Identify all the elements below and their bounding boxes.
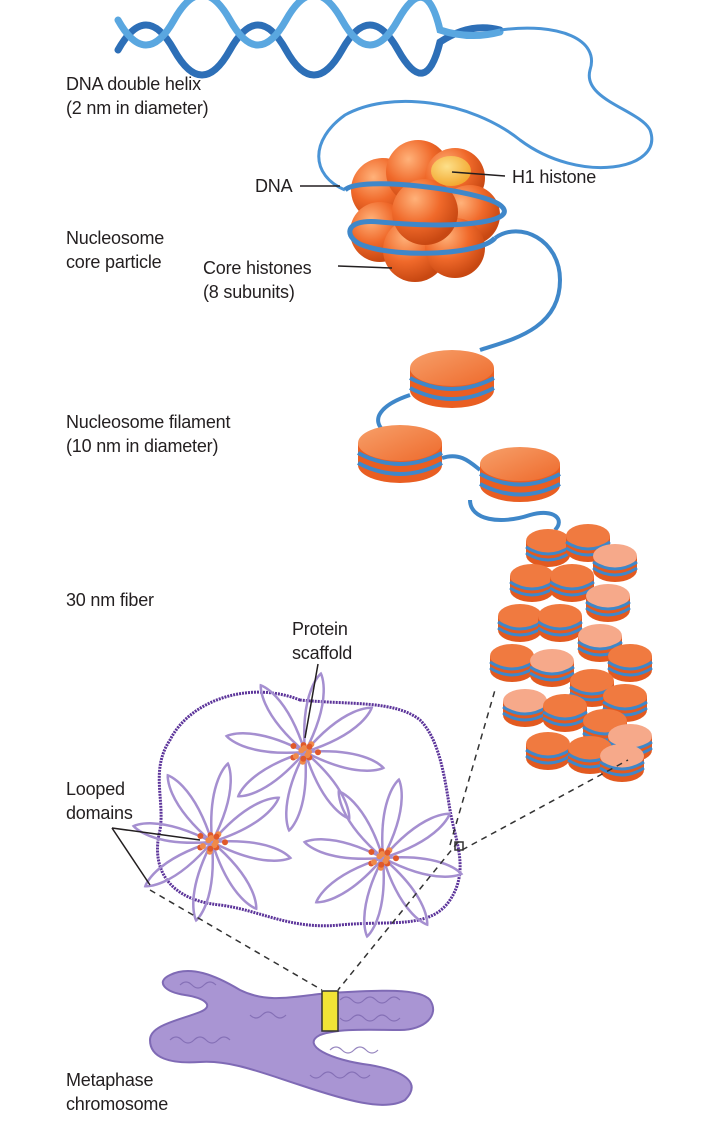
fiber-30nm — [489, 524, 653, 782]
label-core-histones-line2: (8 subunits) — [203, 282, 295, 302]
label-dna-helix-line2: (2 nm in diameter) — [66, 98, 209, 118]
label-scaffold-line2: scaffold — [292, 643, 353, 663]
fiber-nucleosome — [577, 624, 623, 662]
label-nucleosome-filament: Nucleosome filament (10 nm in diameter) — [66, 410, 230, 458]
chromosome-band-highlight — [321, 990, 339, 1032]
loop-rosette — [131, 761, 293, 923]
label-dna-helix: DNA double helix (2 nm in diameter) — [66, 72, 209, 120]
label-h1-histone: H1 histone — [512, 167, 597, 187]
looped-domains — [131, 671, 464, 939]
leader-lines — [111, 171, 506, 886]
protein-scaffold-node — [197, 831, 228, 855]
metaphase-chromosome — [148, 970, 435, 1106]
fiber-nucleosome — [525, 732, 571, 770]
label-looped-line1: Looped — [66, 779, 125, 799]
fiber-nucleosome — [602, 684, 648, 722]
protein-scaffold-node — [368, 847, 399, 871]
label-nucleosome-core: Nucleosome core particle — [66, 226, 164, 274]
fiber-nucleosome — [497, 604, 543, 642]
label-looped-line2: domains — [66, 803, 133, 823]
fiber-nucleosome — [565, 524, 611, 562]
fiber-nucleosome — [537, 604, 583, 642]
label-filament-line2: (10 nm in diameter) — [66, 436, 219, 456]
label-filament-line1: Nucleosome filament — [66, 412, 231, 432]
label-metaphase-chromosome: Metaphase chromosome — [66, 1068, 168, 1116]
fiber-nucleosome — [489, 644, 535, 682]
label-protein-scaffold: Protein scaffold — [292, 617, 352, 665]
loop-rosette — [224, 671, 386, 833]
fiber-nucleosome — [607, 644, 653, 682]
fiber-nucleosome — [509, 564, 555, 602]
label-nucleosome-core-line2: core particle — [66, 252, 162, 272]
fiber-nucleosome — [529, 649, 575, 687]
protein-scaffold-node — [290, 741, 321, 765]
label-metaphase-line2: chromosome — [66, 1094, 169, 1114]
fiber-nucleosome — [585, 584, 631, 622]
nucleosome-core-particle — [343, 140, 563, 352]
label-core-histones-line1: Core histones — [203, 258, 312, 278]
label-core-histones: Core histones (8 subunits) — [203, 256, 312, 304]
label-metaphase-line1: Metaphase — [66, 1070, 154, 1090]
fiber-nucleosome — [502, 689, 548, 727]
fiber-nucleosome — [599, 744, 645, 782]
label-dna: DNA — [255, 176, 293, 196]
h1-histone-shape — [431, 156, 471, 186]
dna-double-helix — [114, 0, 654, 192]
label-looped-domains: Looped domains — [66, 777, 133, 825]
loop-rosette — [302, 777, 464, 939]
fiber-nucleosome — [525, 529, 571, 567]
label-dna-helix-line1: DNA double helix — [66, 74, 201, 94]
label-30nm-fiber: 30 nm fiber — [66, 590, 154, 610]
zoom-guide-lines — [149, 689, 629, 991]
fiber-nucleosome — [542, 694, 588, 732]
label-nucleosome-core-line1: Nucleosome — [66, 228, 165, 248]
nucleosome-filament — [357, 350, 561, 532]
fiber-nucleosome — [549, 564, 595, 602]
fiber-nucleosome — [592, 544, 638, 582]
label-scaffold-line1: Protein — [292, 619, 348, 639]
